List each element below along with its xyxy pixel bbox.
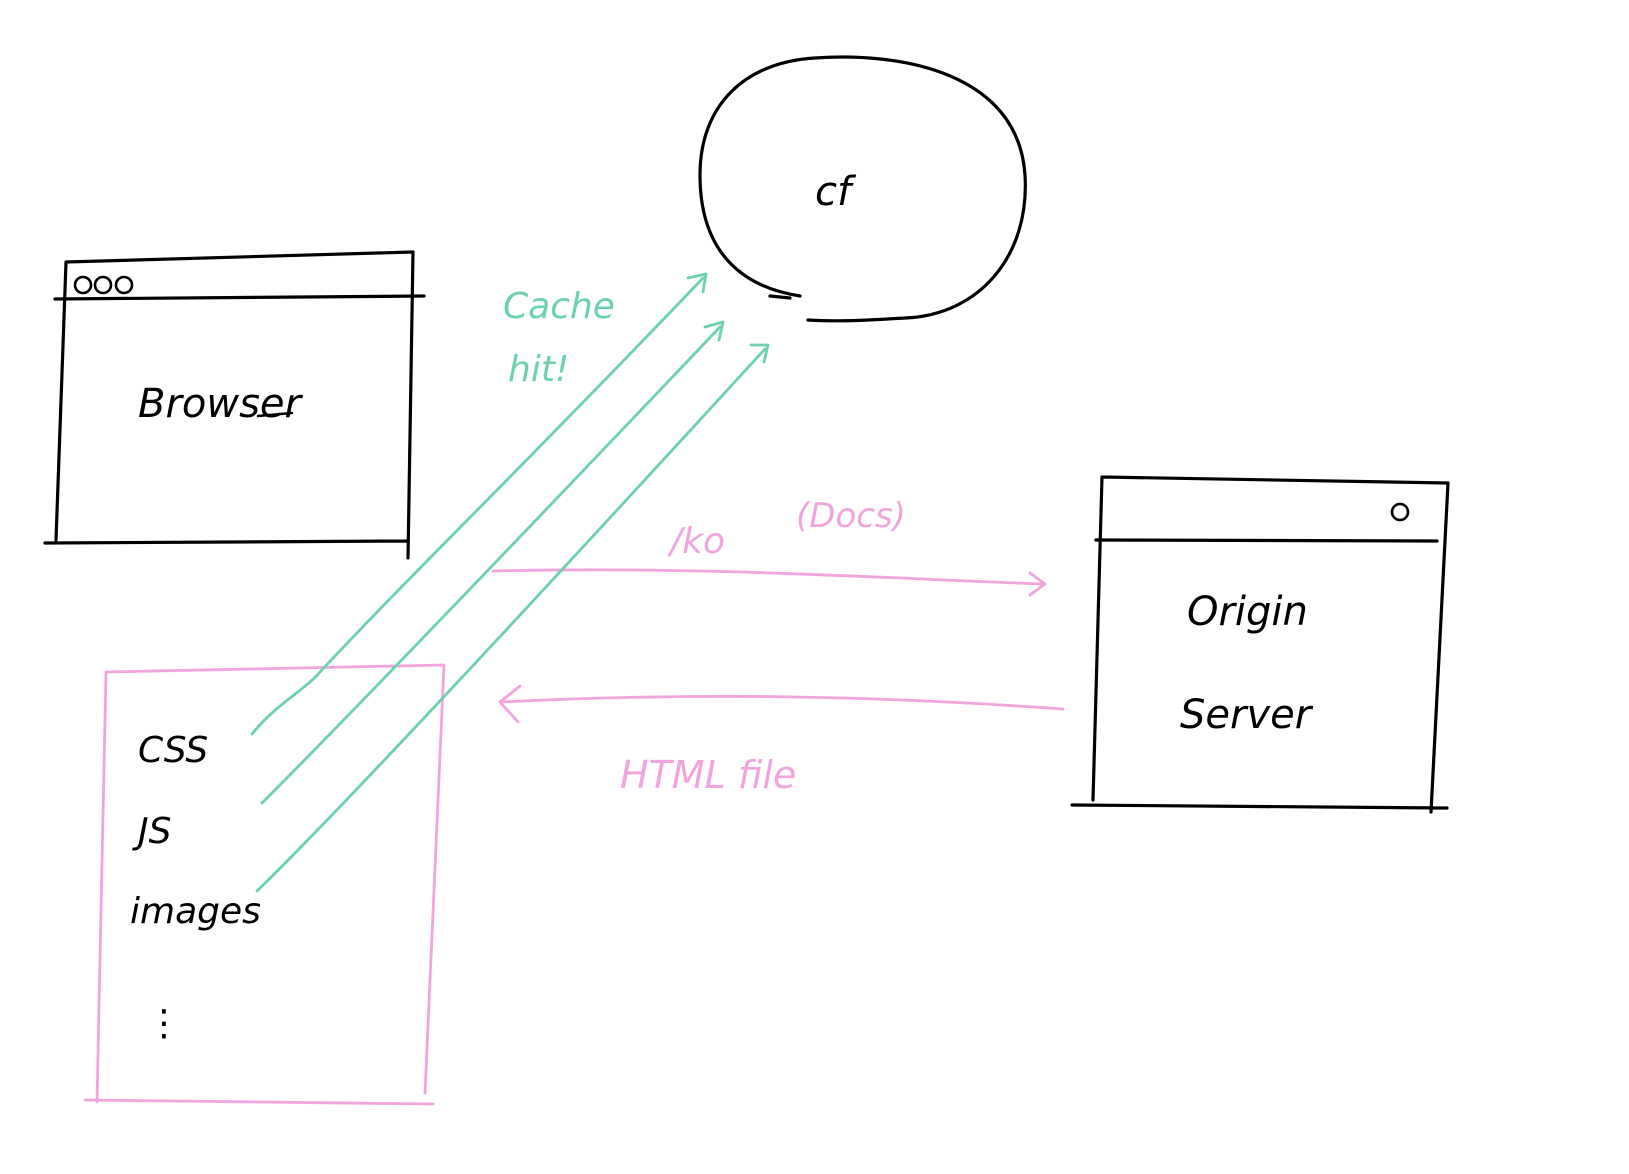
request-arrow-head (1028, 571, 1047, 597)
origin-server-node: Origin Server (1070, 475, 1450, 814)
cache-label-line2: hit! (508, 349, 569, 390)
cloudflare-node: cf (698, 55, 1027, 323)
request-label: /ko (667, 521, 725, 562)
assets-item-more: ⋮ (146, 1003, 182, 1044)
browser-label: Browser (138, 381, 304, 427)
cloudflare-label: cf (815, 169, 857, 215)
browser-node: Browser (43, 250, 426, 560)
server-title-bar-divider (1094, 538, 1439, 543)
cache-edges: Cache hit! (250, 272, 770, 893)
assets-box-frame (83, 663, 446, 1106)
response-label: HTML file (620, 753, 796, 797)
cloudflare-circle (698, 55, 1027, 323)
cache-arrow-images (255, 347, 767, 893)
request-edge: /ko (Docs) (491, 496, 1047, 597)
server-window-frame (1070, 475, 1450, 814)
cache-arrow-images-head (749, 343, 770, 364)
browser-label-underline (256, 411, 294, 418)
assets-item-images: images (130, 891, 261, 932)
cache-label-line1: Cache (503, 286, 615, 327)
response-edge: HTML file (498, 684, 1065, 797)
browser-window-dots-icon (73, 275, 134, 295)
assets-item-js: JS (132, 811, 171, 852)
request-arrow-line (491, 568, 1044, 586)
response-arrow-head (498, 684, 522, 724)
response-arrow-line (500, 694, 1065, 711)
server-label-line1: Origin (1187, 589, 1308, 635)
browser-title-bar-divider (53, 294, 426, 301)
cache-arrow-js (260, 325, 722, 805)
server-label-line2: Server (1180, 692, 1314, 738)
assets-node: CSS JS images ⋮ (83, 663, 446, 1106)
cache-arrow-js-head (703, 320, 725, 342)
server-window-dot-icon (1390, 502, 1410, 522)
assets-item-css: CSS (138, 730, 208, 771)
browser-window-frame (43, 250, 415, 560)
cloudflare-circle-tail (768, 294, 792, 300)
cache-arrow-css (250, 276, 705, 736)
cache-arrow-css-head (686, 272, 708, 294)
request-note: (Docs) (796, 496, 906, 536)
